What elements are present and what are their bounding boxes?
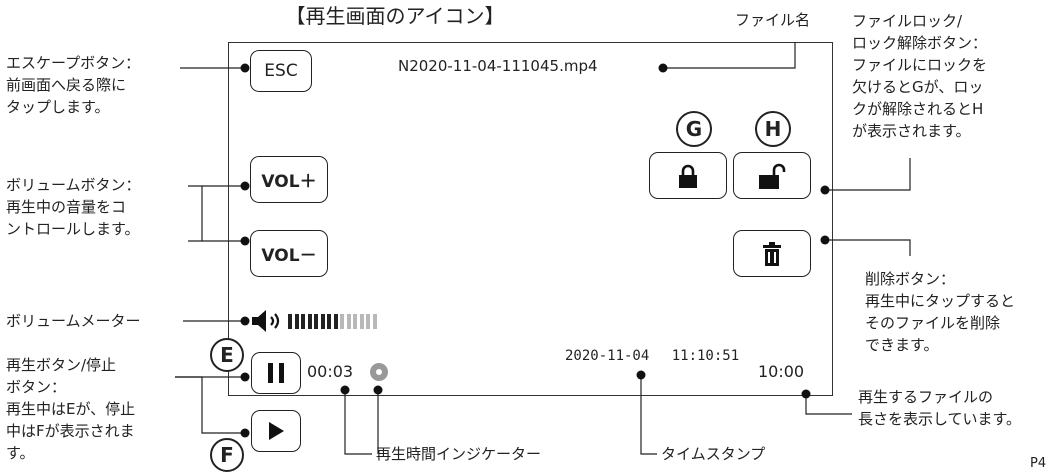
annotation-volume: ボリュームボタン：再生中の音量をコントロールします。 (6, 176, 141, 238)
annotation-meter: ボリュームメーター (6, 312, 141, 330)
annotation-timestamp: タイムスタンプ (661, 445, 766, 463)
volume-meter-bar (288, 313, 292, 329)
annotation-length: 再生するファイルの長さを表示しています。 (858, 388, 1022, 428)
volume-meter-bar (353, 313, 357, 329)
pause-badge-e: E (210, 338, 244, 372)
annotation-play: 再生ボタン/停止ボタン：再生中はEが、停止 中はFが表示されます。 (6, 356, 136, 462)
delete-button[interactable] (733, 230, 811, 277)
volume-meter-bar (340, 313, 344, 329)
play-badge-f: F (210, 438, 244, 472)
indicator-pointer-dot (373, 385, 383, 395)
volume-meter-bar (301, 313, 305, 329)
escape-button-label: ESC (264, 61, 298, 81)
pause-button[interactable] (251, 352, 301, 394)
page-number: P4 (1030, 456, 1047, 471)
trash-icon (763, 241, 781, 266)
elapsed-pointer-dot (340, 385, 350, 395)
play-button[interactable] (251, 410, 301, 452)
play-pointer-dot (240, 428, 250, 438)
playback-screen (228, 42, 833, 396)
volume-meter (250, 309, 379, 333)
volume-up-button[interactable]: VOL＋ (250, 156, 328, 203)
pause-pointer-dot (240, 372, 250, 382)
pause-icon (268, 363, 284, 383)
volume-meter-bar (314, 313, 318, 329)
volume-meter-bar (372, 313, 377, 329)
annotation-escape: エスケープボタン：前画面へ戻る際にタップします。 (6, 54, 141, 116)
duration: 10:00 (758, 362, 805, 381)
volume-meter-bar (359, 313, 364, 329)
elapsed-time: 00:03 (307, 362, 354, 381)
volume-meter-bar (366, 313, 370, 329)
timestamp-pointer-dot (636, 370, 646, 380)
escape-pointer-dot (240, 63, 250, 73)
volume-down-button[interactable]: VOL－ (250, 230, 328, 277)
duration-pointer-dot (801, 389, 811, 399)
volume-meter-bars (288, 313, 379, 329)
volume-meter-bar (294, 313, 299, 329)
lock-pointer-dot (820, 185, 830, 195)
annotation-lock: ファイルロック/ロック解除ボタン：ファイルにロックを 欠けるとGが、ロックが解除… (852, 12, 988, 140)
unlock-badge-h: H (755, 111, 791, 147)
volume-meter-bar (327, 313, 331, 329)
unlock-icon (759, 163, 786, 189)
vol-down-pointer-dot (240, 236, 250, 246)
delete-pointer-dot (820, 235, 830, 245)
annotation-time-indicator: 再生時間インジケーター (376, 445, 542, 463)
lock-badge-g: G (676, 111, 712, 147)
timestamp: 2020-11-04 11:10:51 (565, 348, 740, 364)
play-icon (269, 422, 284, 440)
vol-up-pointer-dot (240, 181, 250, 191)
volume-down-label: VOL－ (261, 246, 317, 266)
volume-up-label: VOL＋ (261, 172, 317, 192)
speaker-icon (252, 310, 280, 332)
meter-pointer-dot (240, 316, 250, 326)
unlock-button[interactable] (733, 152, 811, 199)
escape-button[interactable]: ESC (250, 50, 312, 92)
playback-indicator (370, 363, 388, 381)
page-title: 【再生画面のアイコン】 (285, 4, 505, 28)
lock-icon (679, 164, 697, 188)
volume-meter-bar (333, 313, 338, 329)
volume-meter-bar (320, 313, 325, 329)
filename-pointer-dot (658, 63, 668, 73)
volume-meter-bar (307, 313, 312, 329)
file-name: N2020-11-04-111045.mp4 (398, 57, 598, 75)
annotation-filename: ファイル名 (735, 11, 811, 29)
annotation-delete: 削除ボタン：再生中にタップすると そのファイルを削除できます。 (865, 270, 1016, 354)
lock-button[interactable] (649, 152, 727, 199)
volume-meter-bar (346, 313, 351, 329)
